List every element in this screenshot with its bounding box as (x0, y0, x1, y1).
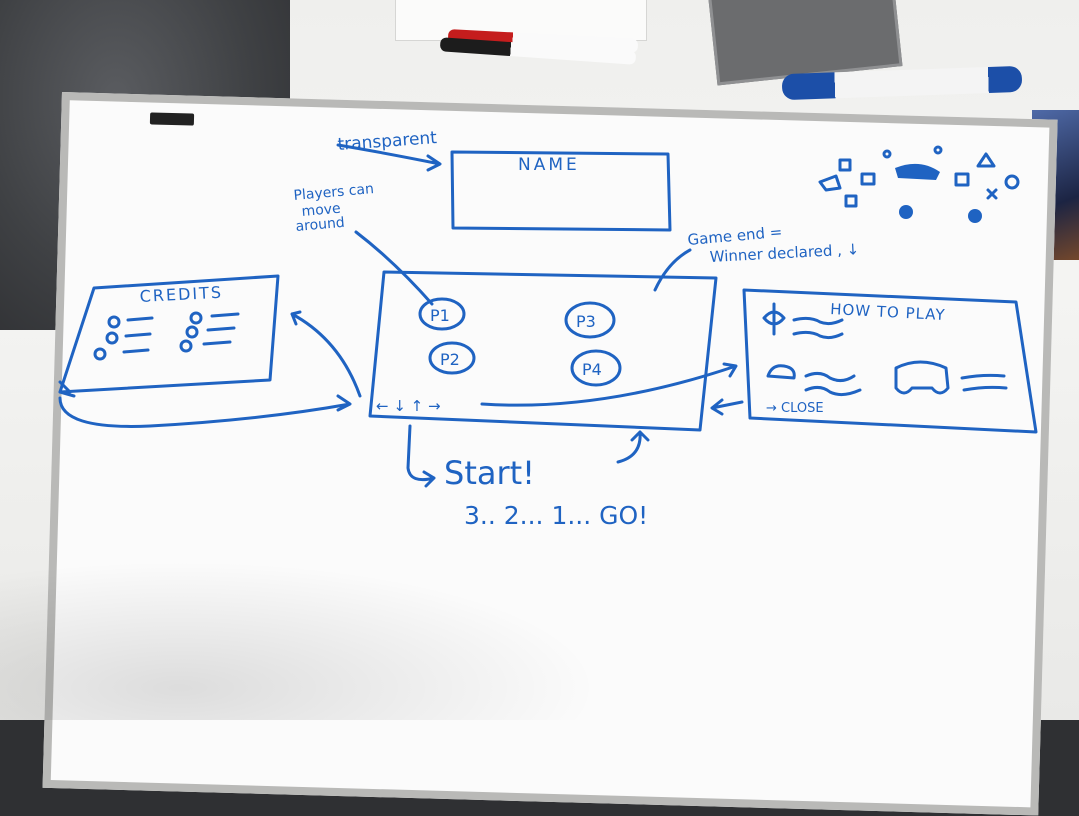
name-box (450, 150, 672, 232)
transparent-label: transparent (337, 128, 438, 155)
start-arrow (406, 424, 436, 488)
credits-return-path (58, 394, 352, 428)
howto-content-sketch (762, 302, 1008, 397)
credits-back-arrow (58, 380, 76, 398)
howto-open-path (480, 362, 738, 407)
player-slot-1 (418, 297, 466, 331)
player-label-2: P2 (440, 350, 460, 369)
controls-row: ← ↓ ↑ → (376, 397, 441, 415)
player-label-3: P3 (576, 312, 596, 331)
whiteboard-sketch: transparent NAME Players can move around… (58, 128, 1038, 530)
gamepad-icon (894, 360, 950, 395)
player-slot-2 (428, 341, 476, 375)
credits-open-path (290, 310, 362, 398)
players-note-line3: around (295, 215, 345, 235)
player-label-1: P1 (430, 306, 450, 325)
howto-back-arrow (710, 398, 744, 416)
players-note-line2: move (301, 201, 341, 220)
name-label: NAME (518, 155, 580, 175)
board-shadow (0, 560, 600, 720)
start-return-arrow (616, 430, 650, 464)
credits-panel (58, 274, 280, 394)
players-note-line1: Players can (293, 181, 375, 204)
countdown-label: 3.. 2... 1... GO! (464, 501, 648, 530)
howto-close-label: → CLOSE (766, 401, 824, 416)
player-label-4: P4 (582, 360, 602, 379)
game-end-pointer (653, 248, 692, 292)
howto-panel (742, 288, 1038, 434)
lobby-panel (368, 270, 718, 432)
player-slot-4 (570, 349, 622, 387)
credits-list-sketch (93, 311, 240, 361)
player-slot-3 (564, 301, 616, 339)
players-note-pointer (354, 230, 434, 306)
credits-title: CREDITS (139, 283, 223, 306)
transparent-arrow (336, 143, 442, 172)
start-label: Start! (444, 454, 535, 492)
controller-icons-sketch (818, 145, 1020, 223)
howto-title: HOW TO PLAY (830, 300, 946, 324)
